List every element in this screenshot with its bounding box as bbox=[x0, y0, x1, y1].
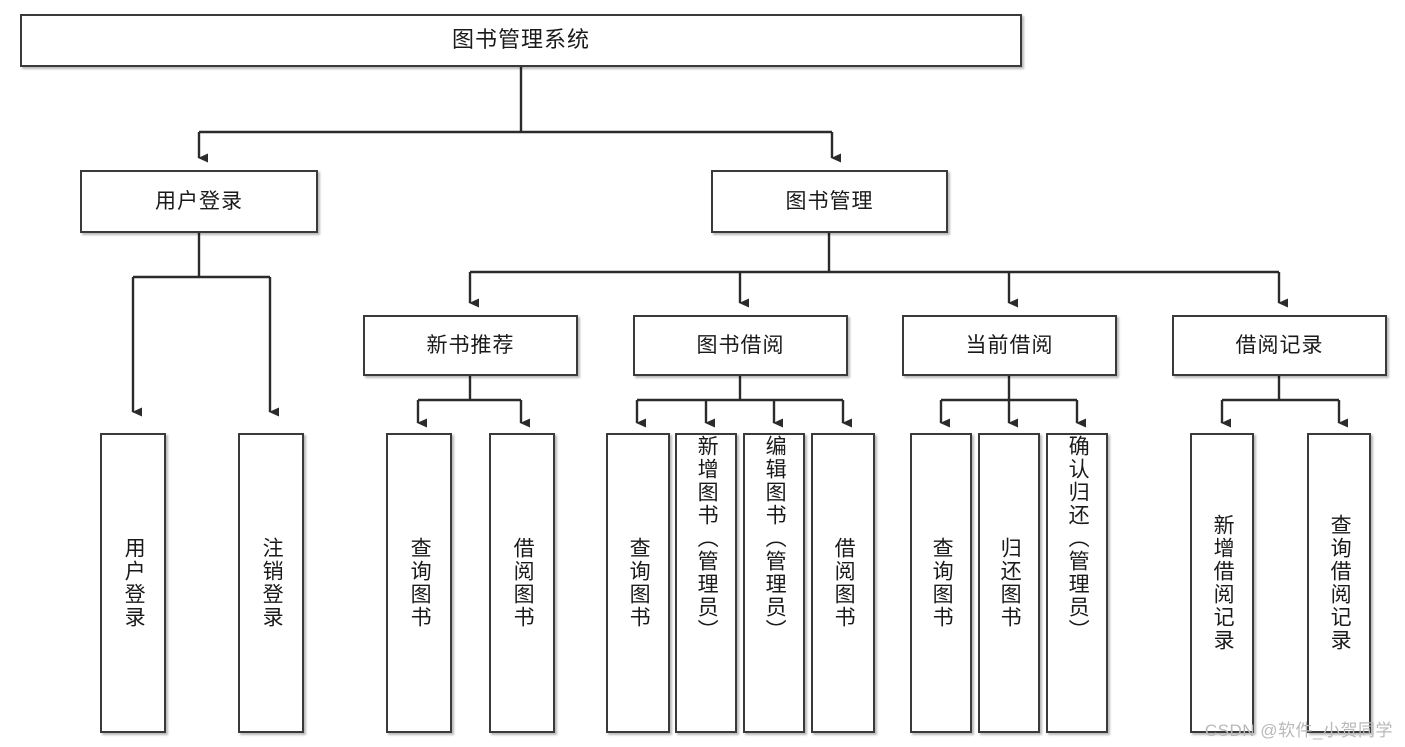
node-book-borrow-label: 图书借阅 bbox=[696, 333, 785, 357]
node-new-book-recommend-label: 新书推荐 bbox=[426, 333, 515, 357]
node-root-label: 图书管理系统 bbox=[451, 27, 590, 53]
node-current-borrow[interactable]: 当前借阅 bbox=[902, 315, 1117, 376]
node-borrow-record-label: 借阅记录 bbox=[1235, 333, 1324, 357]
node-leaf-query-book-3-label: 查询图书 bbox=[930, 537, 954, 629]
node-leaf-borrow-book-2[interactable]: 借阅图书 bbox=[811, 433, 875, 733]
node-leaf-user-login-label: 用户登录 bbox=[122, 537, 146, 629]
node-leaf-query-record[interactable]: 查询借阅记录 bbox=[1307, 433, 1371, 733]
node-leaf-logout-label: 注销登录 bbox=[260, 537, 284, 629]
node-leaf-logout[interactable]: 注销登录 bbox=[238, 433, 304, 733]
node-leaf-add-book-label: 新增图书（管理员） bbox=[695, 435, 719, 642]
node-leaf-borrow-book-1[interactable]: 借阅图书 bbox=[489, 433, 555, 733]
node-leaf-add-book[interactable]: 新增图书（管理员） bbox=[675, 433, 737, 733]
node-leaf-add-record[interactable]: 新增借阅记录 bbox=[1190, 433, 1254, 733]
node-new-book-recommend[interactable]: 新书推荐 bbox=[363, 315, 578, 376]
node-leaf-user-login[interactable]: 用户登录 bbox=[100, 433, 166, 733]
node-leaf-query-book-1[interactable]: 查询图书 bbox=[386, 433, 452, 733]
node-borrow-record[interactable]: 借阅记录 bbox=[1172, 315, 1387, 376]
node-leaf-return-book-label: 归还图书 bbox=[998, 537, 1022, 629]
node-leaf-query-record-label: 查询借阅记录 bbox=[1328, 514, 1352, 652]
node-leaf-query-book-3[interactable]: 查询图书 bbox=[910, 433, 972, 733]
node-root[interactable]: 图书管理系统 bbox=[20, 14, 1022, 67]
node-book-borrow[interactable]: 图书借阅 bbox=[633, 315, 848, 376]
node-leaf-query-book-1-label: 查询图书 bbox=[408, 537, 432, 629]
node-book-manage-label: 图书管理 bbox=[785, 189, 874, 213]
node-leaf-query-book-2-label: 查询图书 bbox=[627, 537, 651, 629]
node-leaf-borrow-book-1-label: 借阅图书 bbox=[511, 537, 535, 629]
node-book-manage[interactable]: 图书管理 bbox=[711, 170, 948, 233]
node-leaf-add-record-label: 新增借阅记录 bbox=[1211, 514, 1235, 652]
node-leaf-confirm-return[interactable]: 确认归还（管理员） bbox=[1046, 433, 1108, 733]
node-leaf-borrow-book-2-label: 借阅图书 bbox=[832, 537, 856, 629]
node-leaf-query-book-2[interactable]: 查询图书 bbox=[606, 433, 670, 733]
node-leaf-edit-book-label: 编辑图书（管理员） bbox=[763, 435, 787, 642]
node-current-borrow-label: 当前借阅 bbox=[965, 333, 1054, 357]
csdn-watermark: CSDN @软件_小贺同学 bbox=[1204, 721, 1393, 740]
node-leaf-edit-book[interactable]: 编辑图书（管理员） bbox=[743, 433, 805, 733]
node-user-login[interactable]: 用户登录 bbox=[80, 170, 318, 233]
node-leaf-return-book[interactable]: 归还图书 bbox=[978, 433, 1040, 733]
node-user-login-label: 用户登录 bbox=[155, 189, 243, 213]
node-leaf-confirm-return-label: 确认归还（管理员） bbox=[1066, 435, 1090, 642]
